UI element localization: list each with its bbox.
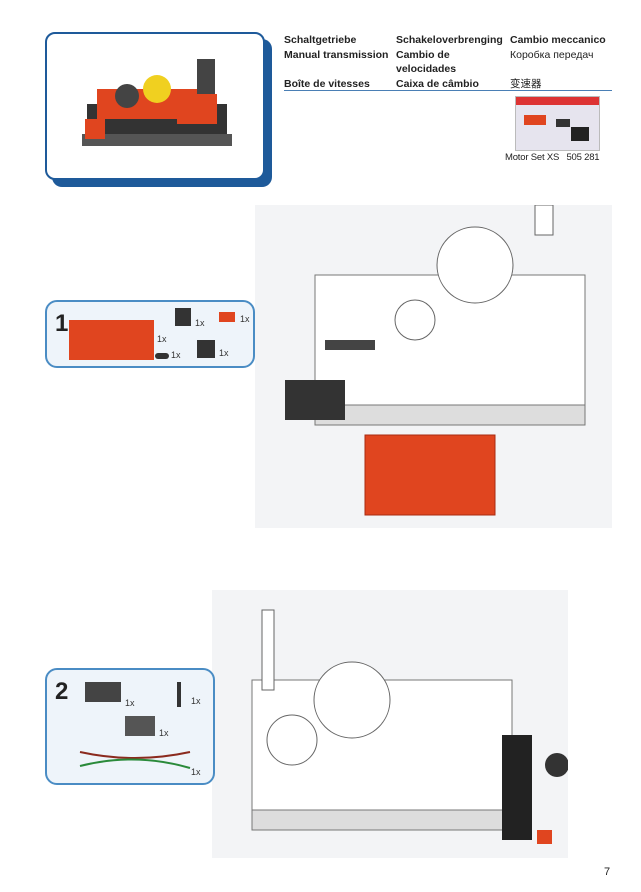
part-qty: 1x — [157, 334, 167, 344]
step-number: 1 — [55, 310, 69, 337]
part-qty: 1x — [125, 698, 135, 708]
title-divider — [284, 90, 612, 91]
title-ru: Коробка передач — [510, 49, 594, 61]
title-de: Schaltgetriebe — [284, 34, 357, 46]
part-qty: 1x — [240, 314, 250, 324]
switch-part — [125, 716, 155, 736]
step-number: 2 — [55, 678, 69, 705]
step-1-parts-callout: 1 1x 1x 1x 1x 1x — [45, 300, 255, 368]
page-number: 7 — [604, 866, 611, 878]
title-nl: Schakeloverbrenging — [396, 34, 503, 46]
block-stack-part — [197, 340, 215, 358]
title-es: Cambio de velocidades — [396, 49, 457, 75]
title-en: Manual transmission — [284, 49, 389, 61]
title-it: Cambio meccanico — [510, 34, 606, 46]
battery-box-part — [69, 320, 154, 360]
title-fr: Boîte de vitesses — [284, 78, 370, 90]
required-set-label: Motor Set XS 505 281 — [505, 152, 600, 163]
gear-shaft-part — [177, 682, 181, 707]
title-zh: 变速器 — [510, 78, 542, 90]
step-1-illustration — [255, 204, 612, 528]
step-2-parts-callout: 2 1x 1x 1x 1x — [45, 668, 215, 785]
cables-part — [79, 751, 191, 769]
black-block-part — [175, 308, 191, 326]
title-pt: Caixa de câmbio — [396, 78, 479, 90]
part-qty: 1x — [219, 348, 229, 358]
title-block: Schaltgetriebe Schakeloverbrenging Cambi… — [284, 33, 606, 91]
motor-part — [85, 682, 121, 702]
set-name: Motor Set XS — [505, 152, 560, 163]
set-number: 505 281 — [566, 152, 600, 163]
part-qty: 1x — [191, 767, 201, 777]
axle-part — [155, 353, 169, 359]
step-2-illustration — [212, 590, 569, 858]
part-qty: 1x — [159, 728, 169, 738]
part-qty: 1x — [195, 318, 205, 328]
set-box-image — [515, 96, 600, 151]
hero-model-image — [45, 32, 265, 180]
part-qty: 1x — [171, 350, 181, 360]
red-plate-part — [219, 312, 235, 322]
part-qty: 1x — [191, 696, 201, 706]
